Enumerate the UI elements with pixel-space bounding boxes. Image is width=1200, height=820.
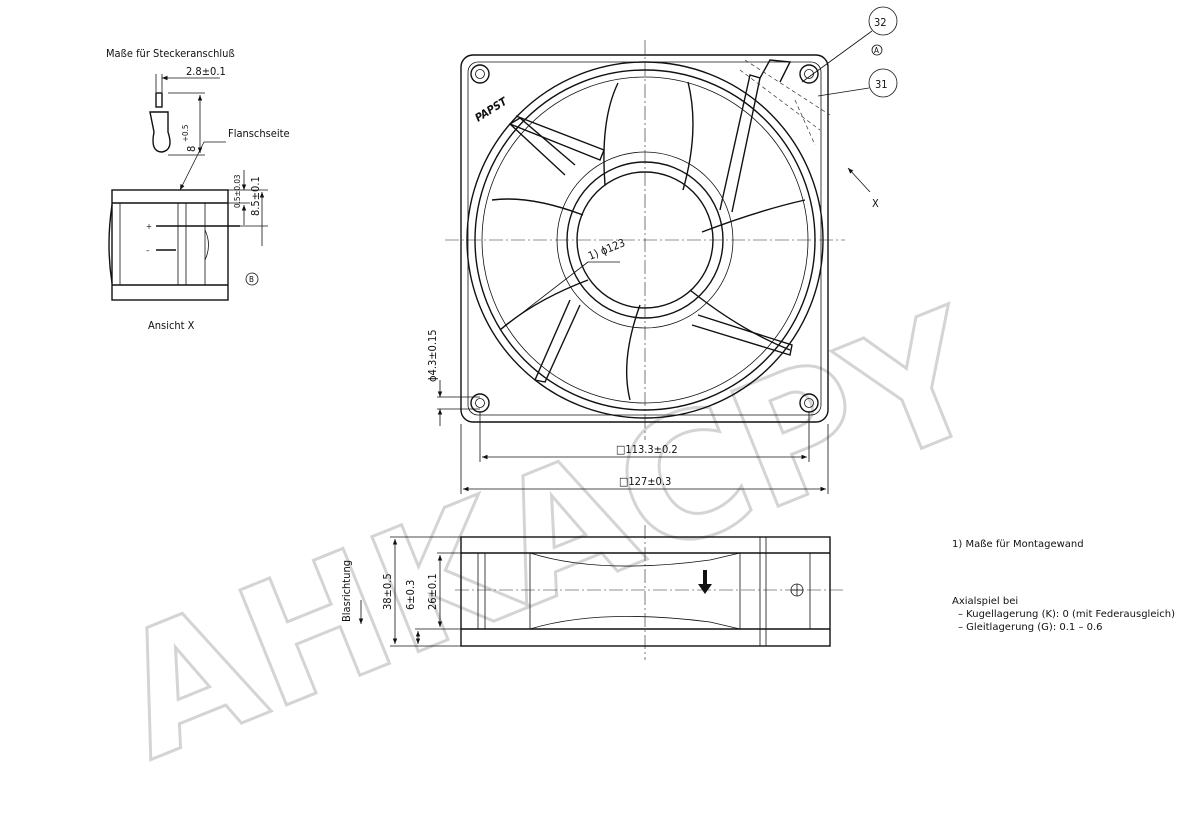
height-total-dim: 38±0.5 <box>381 573 394 610</box>
callout-31: 31 <box>875 78 888 91</box>
minus-terminal: – <box>146 246 150 255</box>
height-inner-dim: 26±0.1 <box>426 573 439 610</box>
mounting-hole <box>470 64 490 84</box>
callout-32: 32 <box>874 16 887 29</box>
connector-detail: Maße für Steckeranschluß 2.8±0.1 8 +0.5 … <box>106 47 290 332</box>
dim-8-5: 8.5±0.1 <box>249 176 262 216</box>
connector-title: Maße für Steckeranschluß <box>106 47 235 60</box>
pin-length-tol: +0.5 <box>181 125 190 142</box>
hole-diameter-dim: ϕ4.3±0.15 <box>426 329 439 382</box>
fan-front-view: PAPST 32 31 A X 1) ϕ123 ϕ4.3±0.15 □113.3… <box>426 6 898 494</box>
frame-struts <box>508 59 793 383</box>
outer-size-dim: □127±0.3 <box>619 475 671 488</box>
footnote-mounting-wall: 1) Maße für Montagewand <box>952 539 1084 550</box>
axial-play-item: – Gleitlagerung (G): 0.1 – 0.6 <box>958 622 1103 633</box>
axial-play-title: Axialspiel bei <box>952 596 1019 607</box>
axial-play-notes: Axialspiel bei – Kugellagerung (K): 0 (m… <box>952 595 1175 634</box>
watermark: AHKACPY <box>91 273 1010 798</box>
flange-side-label: Flanschseite <box>228 127 290 140</box>
marker-b: B <box>249 275 254 284</box>
hole-spacing-dim: □113.3±0.2 <box>616 443 678 456</box>
airflow-arrow-icon <box>698 570 712 594</box>
pin-width-dim: 2.8±0.1 <box>186 65 226 78</box>
pin-length-dim: 8 <box>185 146 198 152</box>
airflow-label: Blasrichtung <box>340 560 353 622</box>
view-x-label: Ansicht X <box>148 319 195 332</box>
fan-side-view: 38±0.5 6±0.3 26±0.1 Blasrichtung <box>340 525 845 660</box>
plus-terminal: + <box>146 222 152 231</box>
papst-logo: PAPST <box>473 94 511 124</box>
height-flange-dim: 6±0.3 <box>404 580 417 610</box>
axial-play-item: – Kugellagerung (K): 0 (mit Federausglei… <box>958 609 1175 620</box>
view-x-marker: X <box>872 197 879 210</box>
dim-0-5: 0.5±0.03 <box>233 175 242 209</box>
marker-a: A <box>874 46 879 55</box>
mounting-hole <box>799 64 819 84</box>
